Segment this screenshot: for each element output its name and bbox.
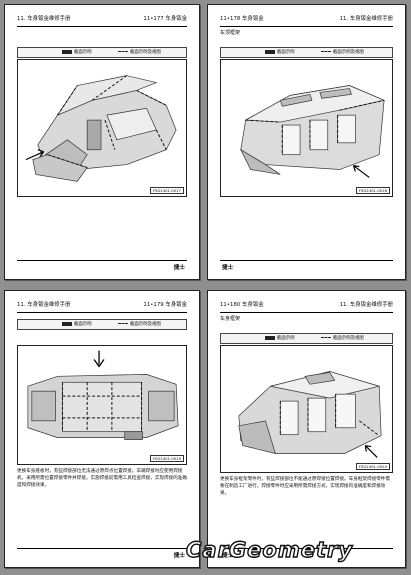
legend-bar: 截面示例 截面示例及视图 — [17, 47, 187, 58]
figure-code: FSG2401-0020 — [355, 463, 390, 470]
footer-brand: 捷士 — [222, 265, 234, 271]
body-frame-illustration — [238, 371, 382, 458]
footer-rule — [220, 548, 393, 549]
footer-rule — [220, 260, 393, 261]
legend-item: 截面示例及视图 — [333, 336, 364, 341]
legend-item: 截面示例 — [277, 50, 295, 55]
legend-item: 截面示例及视图 — [333, 50, 364, 55]
legend-item: 截面示例及视图 — [130, 50, 161, 55]
solid-line-swatch — [265, 335, 275, 340]
header-right: 11. 车身钣金维修手册 — [339, 302, 393, 308]
dashed-line-swatch — [118, 51, 128, 52]
legend-bar: 截面示例 截面示例及视图 — [17, 319, 187, 330]
footer-brand: 捷士 — [173, 265, 185, 271]
arrow-icon — [25, 149, 45, 161]
dashed-line-swatch — [321, 337, 331, 338]
figure-code: FSG2401-0019 — [149, 455, 184, 462]
dashed-line-swatch — [321, 51, 331, 52]
arrow-icon — [352, 164, 370, 178]
body-paragraph: 更换车身框架零件时，有些焊接部位不能通过原焊接位置焊接。车身框架焊接零件需要在制… — [220, 477, 390, 496]
header-left: 11•180 车身钣金 — [220, 302, 264, 308]
manual-page-179: 11. 车身钣金维修手册 11•179 车身钣金 截面示例 截面示例及视图 FS… — [4, 290, 200, 568]
page-header: 11•178 车身钣金 11. 车身钣金维修手册 — [220, 14, 393, 27]
solid-line-swatch — [265, 49, 275, 54]
legend-item: 截面示例 — [74, 50, 92, 55]
header-left: 11. 车身钣金维修手册 — [17, 16, 71, 22]
arrow-down-icon — [93, 350, 105, 368]
front-body-illustration — [25, 75, 177, 182]
solid-line-swatch — [62, 321, 72, 326]
figure-code: FSG2401-0018 — [355, 187, 390, 194]
section-title: 车顶框架 — [220, 30, 241, 36]
arrow-icon — [364, 444, 378, 458]
body-frame-figure: FSG2401-0017 — [17, 59, 187, 197]
legend-item: 截面示例及视图 — [130, 322, 161, 327]
footer-brand: 捷士 — [173, 553, 185, 559]
underbody-illustration — [27, 350, 179, 440]
footer-rule — [17, 260, 187, 261]
header-left: 11•178 车身钣金 — [220, 16, 264, 22]
solid-line-swatch — [62, 49, 72, 54]
footer-rule — [17, 548, 187, 549]
legend-bar: 截面示例 截面示例及视图 — [220, 333, 393, 344]
manual-page-177: 11. 车身钣金维修手册 11•177 车身钣金 截面示例 截面示例及视图 FS… — [4, 4, 200, 280]
legend-item: 截面示例 — [277, 336, 295, 341]
section-title: 车身框架 — [220, 316, 241, 322]
header-right: 11•177 车身钣金 — [143, 16, 187, 22]
roof-frame-illustration — [239, 85, 386, 178]
body-frame-figure: FSG2401-0020 — [220, 345, 393, 473]
header-right: 11. 车身钣金维修手册 — [339, 16, 393, 22]
footer-brand: 捷士 — [222, 553, 234, 559]
roof-frame-figure: FSG2401-0018 — [220, 59, 393, 197]
legend-bar: 截面示例 截面示例及视图 — [220, 47, 393, 58]
manual-page-178: 11•178 车身钣金 11. 车身钣金维修手册 车顶框架 截面示例 截面示例及… — [207, 4, 406, 280]
dashed-line-swatch — [118, 323, 128, 324]
legend-item: 截面示例 — [74, 322, 92, 327]
manual-page-180: 11•180 车身钣金 11. 车身钣金维修手册 车身框架 截面示例 截面示例及… — [207, 290, 406, 568]
header-left: 11. 车身钣金维修手册 — [17, 302, 71, 308]
header-right: 11•179 车身钣金 — [143, 302, 187, 308]
page-header: 11•180 车身钣金 11. 车身钣金维修手册 — [220, 300, 393, 313]
underbody-figure: FSG2401-0019 — [17, 345, 187, 465]
watermark-logo: CarGeometry — [185, 537, 354, 562]
page-header: 11. 车身钣金维修手册 11•179 车身钣金 — [17, 300, 187, 313]
body-paragraph: 更换车身底板时，有些焊接部位无法通过原焊点位置焊接。车辆焊接时应使用焊接机，采用… — [17, 469, 187, 488]
page-header: 11. 车身钣金维修手册 11•177 车身钣金 — [17, 14, 187, 27]
figure-code: FSG2401-0017 — [149, 187, 184, 194]
